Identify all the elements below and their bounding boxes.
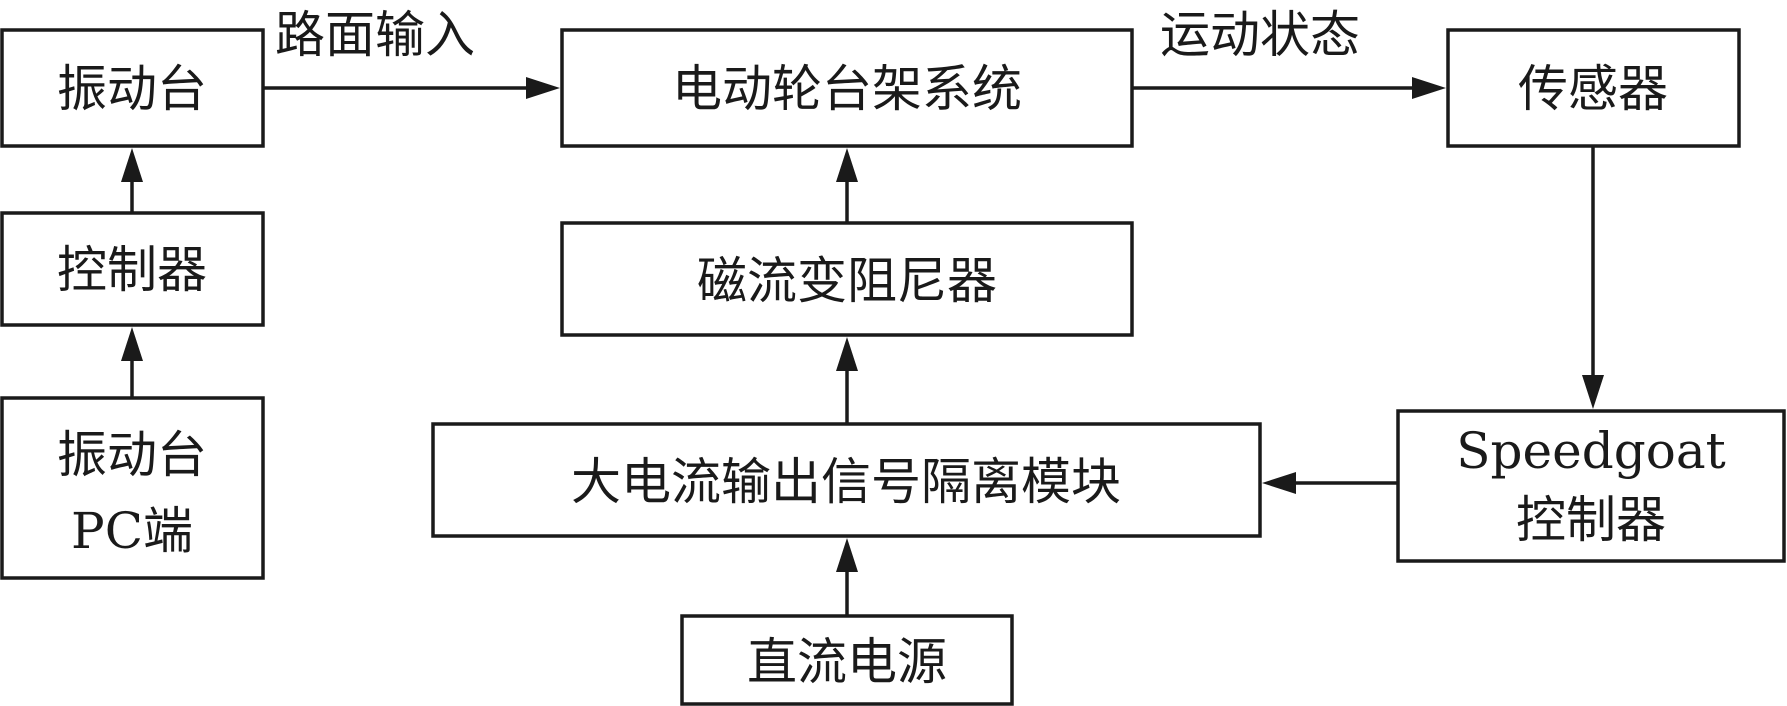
node-speedgoat-controller: Speedgoat 控制器 [1396, 409, 1786, 563]
edge-pc-to-controller [121, 327, 143, 398]
node-speedgoat-label-line2: 控制器 [1516, 491, 1666, 549]
edge-damper-to-ev-system [836, 148, 858, 223]
node-controller-label: 控制器 [57, 241, 207, 299]
node-isolation-module: 大电流输出信号隔离模块 [431, 422, 1262, 538]
node-dc-power-label: 直流电源 [747, 633, 947, 691]
edge-label-road-input: 路面输入 [275, 6, 475, 64]
node-vibration-pc-label-line2: PC端 [71, 502, 193, 560]
node-isolation-module-label: 大电流输出信号隔离模块 [571, 453, 1121, 511]
edge-label-motion-state: 运动状态 [1160, 6, 1360, 64]
node-vibration-pc: 振动台 PC端 [0, 396, 265, 580]
node-sensor: 传感器 [1446, 28, 1741, 148]
node-controller: 控制器 [0, 211, 265, 327]
node-ev-wheel-system-label: 电动轮台架系统 [672, 60, 1022, 118]
edge-controller-to-vibration-table [121, 148, 143, 213]
edge-isolation-to-damper [836, 337, 858, 424]
edge-dc-power-to-isolation [836, 538, 858, 616]
node-vibration-table-label: 振动台 [57, 60, 207, 118]
node-vibration-pc-label-line1: 振动台 [57, 426, 207, 484]
edge-vibration-to-ev-system [263, 77, 560, 99]
node-dc-power: 直流电源 [680, 614, 1014, 706]
node-vibration-table: 振动台 [0, 28, 265, 148]
node-mr-damper-label: 磁流变阻尼器 [697, 252, 997, 310]
edge-ev-system-to-sensor [1132, 77, 1446, 99]
edge-sensor-to-speedgoat [1582, 146, 1604, 409]
node-ev-wheel-system: 电动轮台架系统 [560, 28, 1134, 148]
node-mr-damper: 磁流变阻尼器 [560, 221, 1134, 337]
node-speedgoat-label-line1: Speedgoat [1456, 422, 1725, 480]
edge-speedgoat-to-isolation [1262, 472, 1398, 494]
node-sensor-label: 传感器 [1518, 60, 1668, 118]
